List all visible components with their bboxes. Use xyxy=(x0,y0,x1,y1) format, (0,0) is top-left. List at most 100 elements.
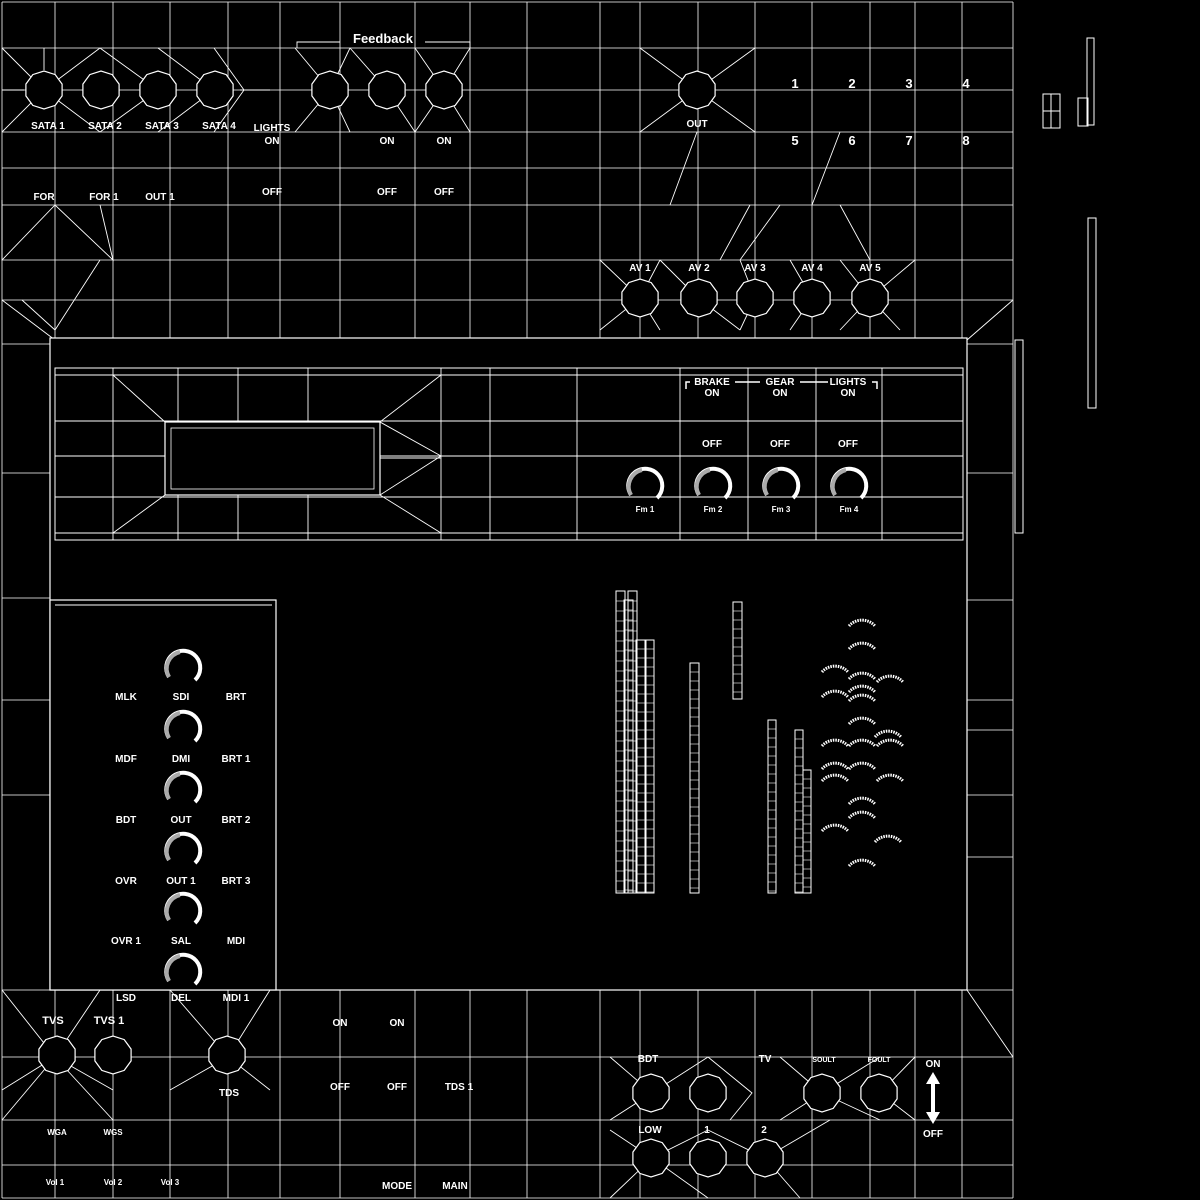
fm-knob[interactable] xyxy=(830,466,869,500)
fm-label: Fm 1 xyxy=(636,505,655,514)
fm-knob[interactable] xyxy=(762,466,801,500)
arc-gauge xyxy=(820,738,850,748)
bottom-low-label: 1 xyxy=(704,1125,710,1136)
sata-knob[interactable] xyxy=(196,70,234,110)
left-grid-label: LSD xyxy=(116,993,136,1004)
bottom-right-knob[interactable] xyxy=(689,1073,727,1113)
av-knob[interactable] xyxy=(621,278,659,318)
meter-strip xyxy=(732,601,743,700)
left-grid-label: BRT 2 xyxy=(222,815,251,826)
av-knob[interactable] xyxy=(793,278,831,318)
on-label: ON xyxy=(773,388,788,399)
av-knob[interactable] xyxy=(680,278,718,318)
arc-gauge xyxy=(875,773,905,783)
level-knob[interactable] xyxy=(164,952,203,986)
tvs-knob[interactable] xyxy=(94,1035,132,1075)
sata-label: SATA 2 xyxy=(88,121,122,132)
on-label: ON xyxy=(926,1059,941,1070)
bottom-right-knob[interactable] xyxy=(632,1073,670,1113)
arc-gauge xyxy=(847,684,877,694)
av-label: AV 3 xyxy=(744,263,766,274)
left-grid-label: OUT xyxy=(170,815,191,826)
feedback-knob[interactable] xyxy=(311,70,349,110)
meter-strip xyxy=(689,662,700,894)
sata-label: SATA 3 xyxy=(145,121,179,132)
bottom-right-knob[interactable] xyxy=(860,1073,898,1113)
left-grid-label: SAL xyxy=(171,936,191,947)
tvs-knob[interactable] xyxy=(38,1035,76,1075)
left-grid-label: BDT xyxy=(116,815,137,826)
off-label: OFF xyxy=(387,1082,407,1093)
arc-gauge xyxy=(847,641,877,651)
meter-strip xyxy=(627,590,638,894)
main-panel xyxy=(49,337,968,991)
tds-label: TDS xyxy=(219,1088,239,1099)
sata-label: SATA 1 xyxy=(31,121,65,132)
sata-knob[interactable] xyxy=(139,70,177,110)
vol-label: Vol 1 xyxy=(46,1178,65,1187)
out-label: OUT xyxy=(686,119,707,130)
sata-knob[interactable] xyxy=(82,70,120,110)
fm-knob[interactable] xyxy=(626,466,665,500)
arc-gauge xyxy=(820,664,850,674)
arc-gauge xyxy=(873,729,903,739)
feedback-knob[interactable] xyxy=(425,70,463,110)
left-grid-label: DMI xyxy=(172,754,191,765)
av-label: AV 4 xyxy=(801,263,823,274)
arc-gauge xyxy=(847,858,877,868)
left-grid-label: BRT xyxy=(226,692,247,703)
tds-knob[interactable] xyxy=(208,1035,246,1075)
channel-number: 7 xyxy=(905,133,912,148)
feedback-knob[interactable] xyxy=(368,70,406,110)
level-knob[interactable] xyxy=(164,709,203,743)
level-knob[interactable] xyxy=(164,648,203,682)
toggle-arrow-icon[interactable] xyxy=(926,1072,940,1124)
bottom-low-label: LOW xyxy=(638,1125,662,1136)
bottom-right-knob[interactable] xyxy=(803,1073,841,1113)
bottom-low-knob[interactable] xyxy=(689,1138,727,1178)
on-label: ON xyxy=(841,388,856,399)
arc-gauge xyxy=(847,671,877,681)
bottom-right-label: SOULT xyxy=(812,1057,836,1064)
channel-number: 6 xyxy=(848,133,855,148)
off-label: OFF xyxy=(702,439,722,450)
arc-gauge xyxy=(847,693,877,703)
vol-label: Vol 3 xyxy=(161,1178,180,1187)
fm-label: Fm 2 xyxy=(704,505,723,514)
level-knob[interactable] xyxy=(164,831,203,865)
bottom-low-knob[interactable] xyxy=(632,1138,670,1178)
channel-number: 1 xyxy=(791,76,798,91)
arc-gauge xyxy=(847,618,877,628)
left-subpanel xyxy=(49,599,277,991)
av-label: AV 5 xyxy=(859,263,881,274)
fm-knob[interactable] xyxy=(694,466,733,500)
bottom-right-label: BDT xyxy=(638,1054,659,1065)
arc-gauge xyxy=(820,761,850,771)
right-strips xyxy=(1014,37,1097,534)
level-knob[interactable] xyxy=(164,891,203,925)
bottom-right-label: FOULT xyxy=(868,1057,892,1064)
av-knob[interactable] xyxy=(851,278,889,318)
left-grid-label: BRT 3 xyxy=(222,876,251,887)
off-label: OFF xyxy=(838,439,858,450)
bottom-low-knob[interactable] xyxy=(746,1138,784,1178)
on-label: ON xyxy=(265,136,280,147)
wg-label: WGS xyxy=(103,1128,123,1137)
arc-gauge xyxy=(847,738,877,748)
channel-number: 3 xyxy=(905,76,912,91)
off-label: OFF xyxy=(377,187,397,198)
meter-strip xyxy=(644,639,655,894)
sata-knob[interactable] xyxy=(25,70,63,110)
off-label: OFF xyxy=(262,187,282,198)
meter-strip xyxy=(635,639,647,894)
meter-strip xyxy=(767,719,777,894)
fm-label: Fm 3 xyxy=(772,505,791,514)
av-knob[interactable] xyxy=(736,278,774,318)
level-knob[interactable] xyxy=(164,770,203,804)
out-knob[interactable] xyxy=(678,70,716,110)
off-label: OFF xyxy=(330,1082,350,1093)
av-label: AV 2 xyxy=(688,263,710,274)
channel-number: 5 xyxy=(791,133,798,148)
left-grid-label: SDI xyxy=(173,692,190,703)
